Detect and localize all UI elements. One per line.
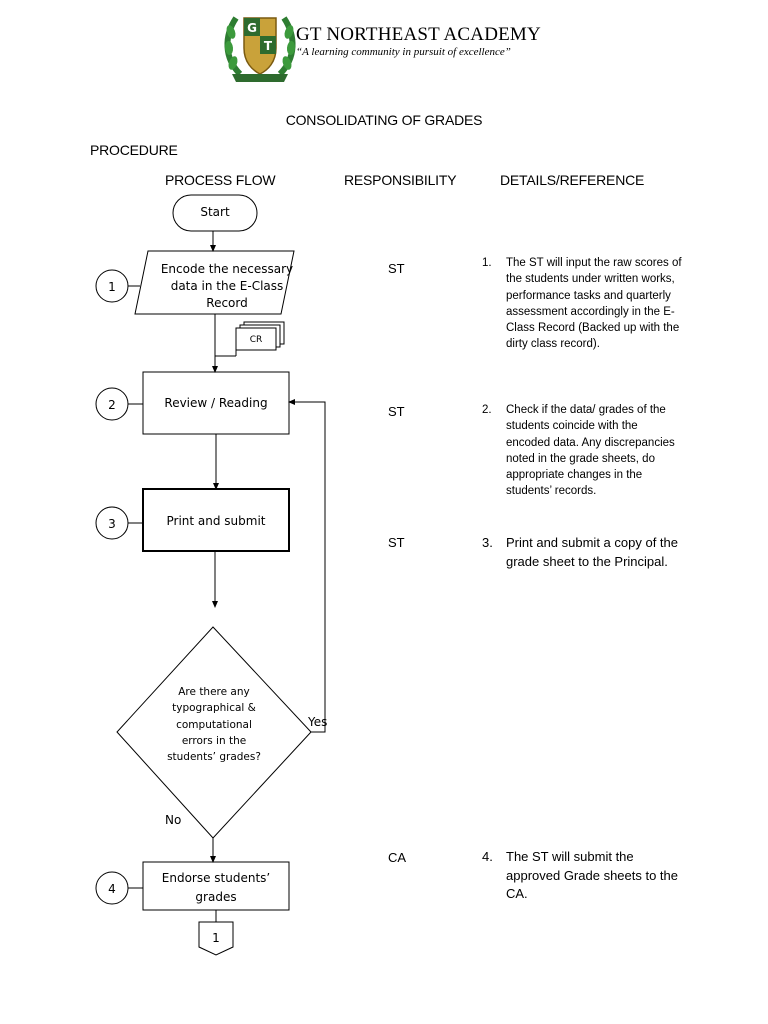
start-label: Start bbox=[200, 205, 230, 219]
document-title: CONSOLIDATING OF GRADES bbox=[285, 112, 483, 128]
cr-label: CR bbox=[250, 335, 263, 345]
detail-number-1: 1. bbox=[482, 257, 492, 269]
detail-text-4: The ST will submit the approved Grade sh… bbox=[506, 849, 679, 901]
review-reading-label: Review / Reading bbox=[164, 396, 268, 410]
detail-number-3: 3. bbox=[482, 535, 493, 550]
step-number-3: 3 bbox=[108, 517, 116, 531]
academy-name: GT NORTHEAST ACADEMY bbox=[296, 24, 541, 45]
logo-letter-t: T bbox=[264, 39, 273, 53]
step-number-1: 1 bbox=[108, 280, 116, 294]
responsibility-step-4: CA bbox=[388, 850, 407, 865]
section-heading: PROCEDURE bbox=[90, 142, 178, 158]
academy-motto: “A learning community in pursuit of exce… bbox=[296, 46, 511, 58]
detail-number-2: 2. bbox=[482, 404, 492, 416]
detail-text-3: Print and submit a copy of the grade she… bbox=[506, 535, 678, 569]
print-submit-label: Print and submit bbox=[166, 514, 266, 528]
detail-step-1: 1. The ST will input the raw scores of t… bbox=[482, 255, 692, 375]
detail-step-4: 4. The ST will submit the approved Grade… bbox=[482, 848, 692, 908]
start-terminator bbox=[172, 194, 258, 232]
endorse-grades-label: Endorse students’ grades bbox=[161, 871, 271, 904]
detail-number-4: 4. bbox=[482, 849, 493, 864]
step-number-4: 4 bbox=[108, 882, 116, 896]
responsibility-step-3: ST bbox=[388, 535, 405, 550]
detail-text-2: Check if the data/ grades of the student… bbox=[506, 404, 675, 498]
detail-text-1: The ST will input the raw scores of the … bbox=[506, 257, 682, 351]
step-number-2: 2 bbox=[108, 398, 116, 412]
detail-step-2: 2. Check if the data/ grades of the stud… bbox=[482, 402, 692, 502]
no-label: No bbox=[165, 813, 181, 827]
responsibility-step-1: ST bbox=[388, 261, 405, 276]
column-header-responsibility: RESPONSIBILITY bbox=[344, 172, 457, 188]
off-page-connector bbox=[198, 921, 234, 956]
column-header-process-flow: PROCESS FLOW bbox=[165, 172, 276, 188]
yes-label: Yes bbox=[307, 715, 327, 729]
decision-question: Are there any typographical & computatio… bbox=[167, 686, 261, 764]
arrow-yes-loop-to-review bbox=[288, 399, 326, 733]
encode-data-label: Encode the necessary data in the E-Class… bbox=[160, 262, 294, 310]
detail-step-3: 3. Print and submit a copy of the grade … bbox=[482, 534, 692, 574]
encode-data-parallelogram bbox=[134, 250, 295, 315]
logo-letter-g: G bbox=[247, 21, 257, 35]
column-header-details: DETAILS/REFERENCE bbox=[500, 172, 645, 188]
academy-logo: G T bbox=[224, 16, 296, 82]
responsibility-step-2: ST bbox=[388, 404, 405, 419]
connector-label: 1 bbox=[212, 931, 220, 945]
